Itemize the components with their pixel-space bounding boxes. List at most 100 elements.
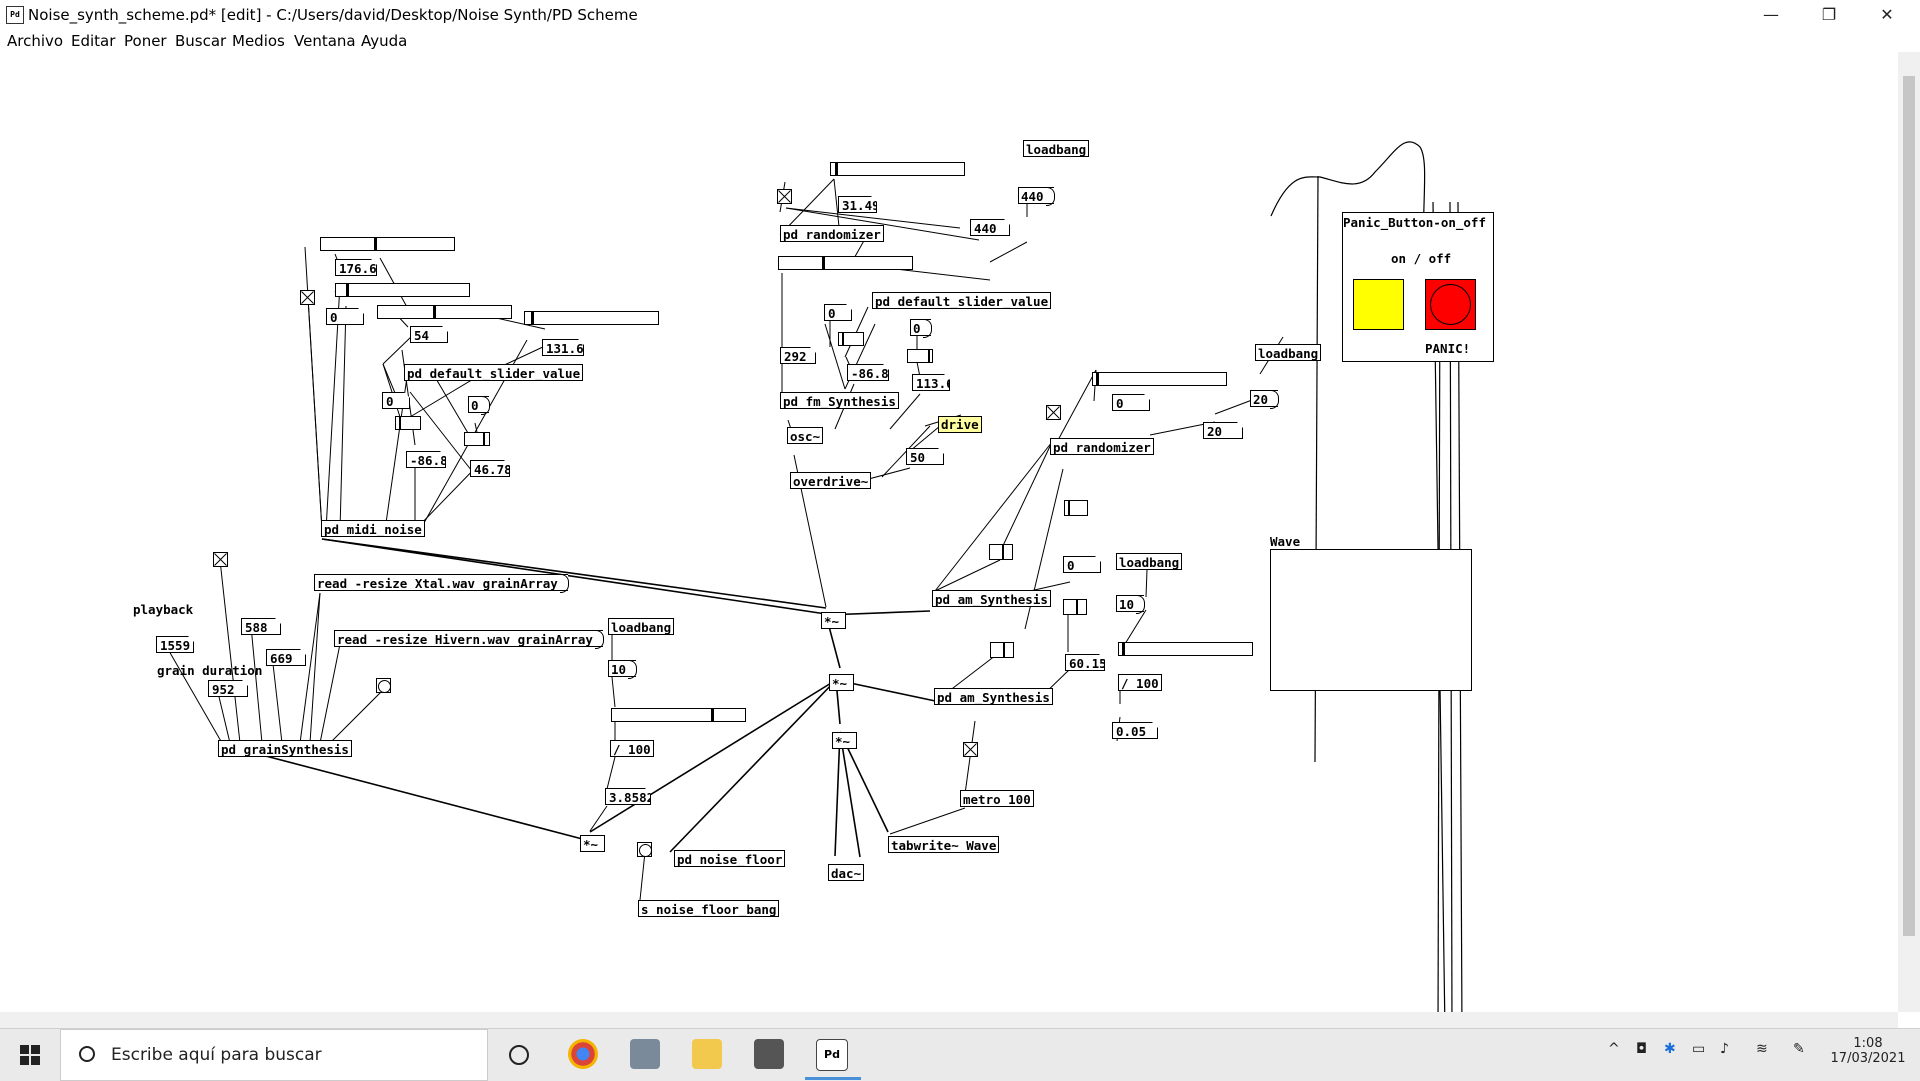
- slider-am-a[interactable]: [1064, 500, 1088, 516]
- battery-icon[interactable]: ▭: [1692, 1041, 1706, 1057]
- pd-am-synthesis-object-1[interactable]: pd am_Synthesis: [932, 590, 1051, 607]
- windows-start-icon[interactable]: [20, 1045, 40, 1065]
- wave-graph[interactable]: [1270, 549, 1472, 691]
- message-10-b[interactable]: 10: [1116, 595, 1146, 614]
- slider-am-c[interactable]: [1063, 599, 1087, 615]
- loadbang-object-4[interactable]: loadbang: [1255, 344, 1322, 361]
- pen-icon[interactable]: ✎: [1793, 1041, 1805, 1057]
- slider-midi-f[interactable]: [464, 432, 490, 446]
- loadbang-object-3[interactable]: loadbang: [1116, 553, 1183, 570]
- toggle-grain[interactable]: [213, 552, 228, 567]
- maximize-button[interactable]: ❐: [1821, 5, 1837, 24]
- number-54[interactable]: 54: [410, 326, 448, 343]
- drive-label[interactable]: drive: [938, 416, 982, 433]
- number-0-rand2[interactable]: 0: [1112, 394, 1150, 411]
- toggle-midi[interactable]: [300, 290, 315, 305]
- dac-object[interactable]: dac~: [828, 864, 865, 881]
- app-icon-2[interactable]: [630, 1039, 660, 1069]
- number-neg86-8[interactable]: -86.8: [406, 451, 446, 468]
- bang-noise-floor[interactable]: [637, 842, 652, 857]
- pd-noise-floor-object[interactable]: pd noise_floor: [674, 850, 786, 867]
- message-440[interactable]: 440: [1018, 187, 1055, 206]
- message-20[interactable]: 20: [1250, 390, 1280, 409]
- on-button[interactable]: [1353, 279, 1404, 330]
- slider-fm-a[interactable]: [838, 332, 864, 346]
- tabwrite-object[interactable]: tabwrite~ Wave: [888, 836, 1000, 853]
- close-button[interactable]: ✕: [1880, 5, 1894, 24]
- number-952[interactable]: 952: [208, 680, 248, 697]
- menu-archivo[interactable]: Archivo: [7, 32, 64, 50]
- pd-grain-synthesis-object[interactable]: pd grainSynthesis: [218, 740, 352, 757]
- menu-buscar[interactable]: Buscar: [175, 32, 227, 50]
- number-60-15[interactable]: 60.15: [1065, 654, 1105, 671]
- hslider-am[interactable]: [1092, 372, 1227, 386]
- hslider-fm[interactable]: [778, 256, 913, 270]
- horizontal-scrollbar[interactable]: [0, 1012, 1898, 1028]
- mult-object-d[interactable]: *~: [832, 732, 857, 749]
- osc-object[interactable]: osc~: [787, 427, 824, 444]
- loadbang-object-2[interactable]: loadbang: [608, 618, 675, 635]
- number-588[interactable]: 588: [241, 618, 281, 635]
- hslider-midi-d[interactable]: [524, 311, 659, 325]
- number-46-78[interactable]: 46.78: [470, 460, 510, 477]
- app-icon-4[interactable]: [754, 1039, 784, 1069]
- minimize-button[interactable]: —: [1763, 5, 1779, 24]
- wifi-icon[interactable]: ≋: [1756, 1041, 1768, 1057]
- number-292[interactable]: 292: [780, 347, 816, 364]
- meet-now-icon[interactable]: ◘: [1636, 1041, 1648, 1057]
- number-31-49[interactable]: 31.49: [838, 196, 877, 213]
- hslider-rand1[interactable]: [830, 162, 965, 176]
- panic-button[interactable]: [1425, 279, 1476, 330]
- slider-am-d[interactable]: [990, 642, 1014, 658]
- number-176-6[interactable]: 176.6: [335, 259, 377, 276]
- number-0-left[interactable]: 0: [382, 392, 410, 409]
- message-0-a[interactable]: 0: [910, 319, 932, 338]
- vertical-scroll-thumb[interactable]: [1903, 76, 1915, 936]
- hslider-am-2[interactable]: [1118, 642, 1253, 656]
- chrome-icon[interactable]: [568, 1039, 598, 1069]
- bang-grain[interactable]: [376, 678, 391, 693]
- slider-midi-e[interactable]: [395, 416, 421, 430]
- toggle-rand1[interactable]: [777, 189, 792, 204]
- toggle-metro[interactable]: [963, 742, 978, 757]
- pd-midi-noise-object[interactable]: pd midi_noise: [321, 520, 425, 537]
- number-neg86-8-fm[interactable]: -86.8: [847, 364, 889, 381]
- number-0-am[interactable]: 0: [1063, 556, 1101, 573]
- number-1559[interactable]: 1559: [156, 636, 194, 653]
- mult-object-a[interactable]: *~: [580, 835, 605, 852]
- clock[interactable]: 1:08 17/03/2021: [1826, 1036, 1910, 1066]
- slider-am-b[interactable]: [989, 544, 1013, 560]
- cortana-icon[interactable]: [509, 1045, 529, 1065]
- metro-object[interactable]: metro 100: [960, 790, 1034, 807]
- vertical-scrollbar[interactable]: [1898, 52, 1920, 1012]
- overdrive-object[interactable]: overdrive~: [790, 472, 872, 489]
- div-100-object[interactable]: / 100: [610, 740, 654, 757]
- menu-medios[interactable]: Medios: [232, 32, 285, 50]
- pd-randomizer-object[interactable]: pd randomizer: [780, 225, 884, 242]
- message-10-a[interactable]: 10: [608, 660, 638, 679]
- chevron-up-icon[interactable]: ^: [1608, 1041, 1620, 1057]
- patch-canvas[interactable]: 31.49 loadbang 440 440 pd randomizer pd …: [0, 52, 1898, 1012]
- number-50[interactable]: 50: [906, 448, 944, 465]
- number-0-05[interactable]: 0.05: [1112, 722, 1158, 739]
- message-0-b[interactable]: 0: [468, 396, 490, 415]
- menu-poner[interactable]: Poner: [124, 32, 167, 50]
- toggle-am[interactable]: [1046, 405, 1061, 420]
- pd-am-synthesis-object-2[interactable]: pd am_Synthesis: [934, 688, 1053, 705]
- div-100-object-2[interactable]: / 100: [1118, 674, 1162, 691]
- hslider-midi-a[interactable]: [320, 237, 455, 251]
- message-read-xtal[interactable]: read -resize Xtal.wav grainArray: [314, 574, 569, 593]
- number-669[interactable]: 669: [266, 649, 306, 666]
- pd-taskbar-icon[interactable]: Pd: [816, 1039, 848, 1071]
- number-3-8582[interactable]: 3.8582: [605, 788, 651, 805]
- loadbang-object[interactable]: loadbang: [1023, 140, 1090, 157]
- taskbar-search[interactable]: Escribe aquí para buscar: [60, 1029, 488, 1081]
- pd-default-slider-value-object-2[interactable]: pd default_slider_value: [404, 364, 584, 381]
- bluetooth-icon[interactable]: ✱: [1664, 1041, 1676, 1057]
- file-explorer-icon[interactable]: [692, 1039, 722, 1069]
- menu-ayuda[interactable]: Ayuda: [361, 32, 408, 50]
- number-131-6[interactable]: 131.6: [542, 339, 584, 356]
- hslider-midi-b[interactable]: [335, 283, 470, 297]
- volume-icon[interactable]: ♪: [1720, 1041, 1729, 1057]
- number-0-fm[interactable]: 0: [824, 304, 852, 321]
